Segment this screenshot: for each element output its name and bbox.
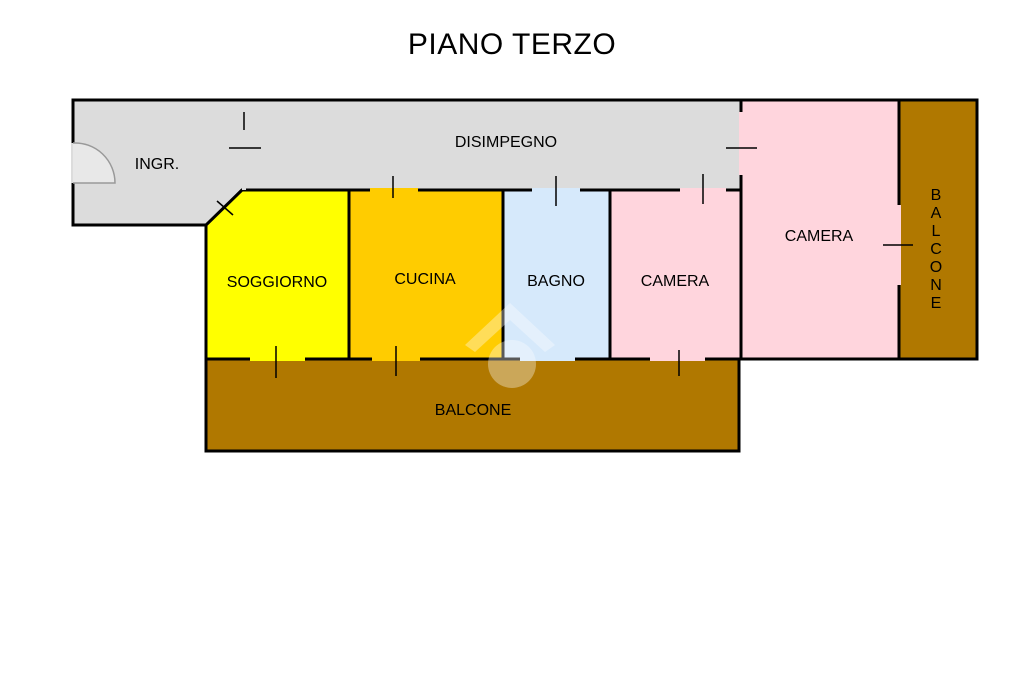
door-marks (216, 112, 913, 378)
label-ingresso: INGR. (135, 156, 179, 173)
balcone-side (897, 98, 979, 361)
label-bagno: BAGNO (527, 273, 585, 290)
label-disimpegno: DISIMPEGNO (455, 134, 557, 151)
room-bagno (501, 188, 612, 361)
watermark-logo (465, 303, 555, 388)
balcone-bottom (204, 357, 741, 453)
label-camera-large: CAMERA (785, 228, 854, 245)
floor-title: PIANO TERZO (407, 28, 617, 61)
label-cucina: CUCINA (394, 271, 456, 288)
room-camera-small (608, 188, 743, 361)
label-balcone-bottom: BALCONE (435, 402, 511, 419)
label-soggiorno: SOGGIORNO (227, 274, 327, 291)
entrance-door-arc (72, 142, 116, 184)
label-camera-small: CAMERA (641, 273, 710, 290)
room-camera-large (739, 98, 901, 361)
